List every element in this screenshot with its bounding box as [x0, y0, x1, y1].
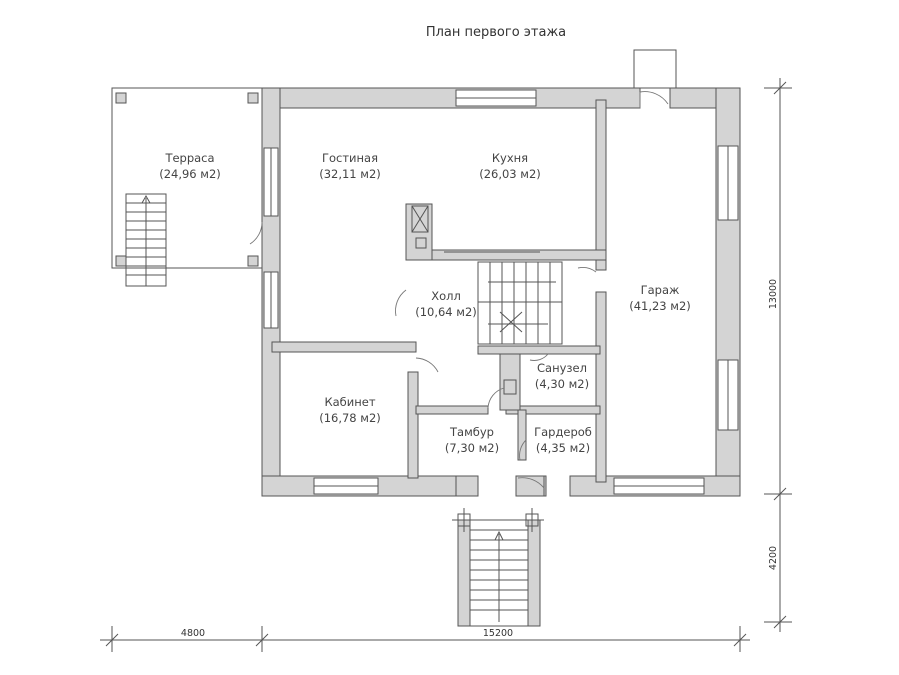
room-area: (4,30 м2) [535, 377, 589, 391]
room-name: Терраса [164, 151, 214, 165]
door [487, 387, 505, 409]
door [577, 267, 597, 273]
room-name: Гардероб [534, 425, 592, 439]
room-name: Кухня [492, 151, 528, 165]
dimension-lines [100, 78, 792, 652]
room-name: Санузел [537, 361, 587, 375]
terrace-post [247, 255, 259, 267]
room-label-kitchen: Кухня (26,03 м2) [479, 151, 541, 181]
door [517, 477, 545, 489]
porch-stair [452, 508, 544, 627]
room-label-hall: Холл (10,64 м2) [415, 289, 477, 319]
room-label-office: Кабинет (16,78 м2) [319, 395, 381, 425]
room-label-terrace: Терраса (24,96 м2) [159, 151, 221, 181]
room-area: (26,03 м2) [479, 167, 541, 181]
terrace-post [115, 92, 127, 104]
dimension-label: 13000 [768, 279, 779, 309]
door [415, 357, 439, 373]
room-label-garage: Гараж (41,23 м2) [629, 283, 691, 313]
kitchen-sink [415, 237, 427, 249]
room-area: (24,96 м2) [159, 167, 221, 181]
doors [249, 91, 669, 489]
dimension-label: 4800 [181, 628, 205, 639]
room-area: (10,64 м2) [415, 305, 477, 319]
room-name: Кабинет [324, 395, 375, 409]
door [529, 353, 549, 361]
room-area: (7,30 м2) [445, 441, 499, 455]
room-area: (32,11 м2) [319, 167, 381, 181]
room-area: (16,78 м2) [319, 411, 381, 425]
room-name: Холл [431, 289, 461, 303]
interior-walls [271, 99, 607, 497]
door [639, 91, 669, 108]
room-label-living: Гостиная (32,11 м2) [319, 151, 381, 181]
terrace-stair [125, 193, 167, 287]
door [249, 221, 263, 245]
room-name: Гостиная [322, 151, 378, 165]
room-name: Гараж [641, 283, 680, 297]
internal-stair [477, 261, 563, 345]
terrace-post [247, 92, 259, 104]
kitchen-appliance [411, 205, 429, 233]
dimension-label: 15200 [483, 628, 513, 639]
terrace-post [115, 255, 127, 267]
room-label-bathroom: Санузел (4,30 м2) [535, 361, 589, 391]
plan-title: План первого этажа [426, 25, 566, 40]
chimney [633, 49, 677, 89]
toilet [503, 379, 517, 395]
dimension-label: 4200 [768, 546, 779, 570]
room-name: Тамбур [449, 425, 494, 439]
door [519, 439, 527, 461]
room-area: (41,23 м2) [629, 299, 691, 313]
room-label-wardrobe: Гардероб (4,35 м2) [534, 425, 592, 455]
terrace [111, 87, 263, 287]
room-label-vestibule: Тамбур (7,30 м2) [445, 425, 499, 455]
room-area: (4,35 м2) [536, 441, 590, 455]
door [395, 289, 407, 317]
windows [263, 89, 739, 495]
